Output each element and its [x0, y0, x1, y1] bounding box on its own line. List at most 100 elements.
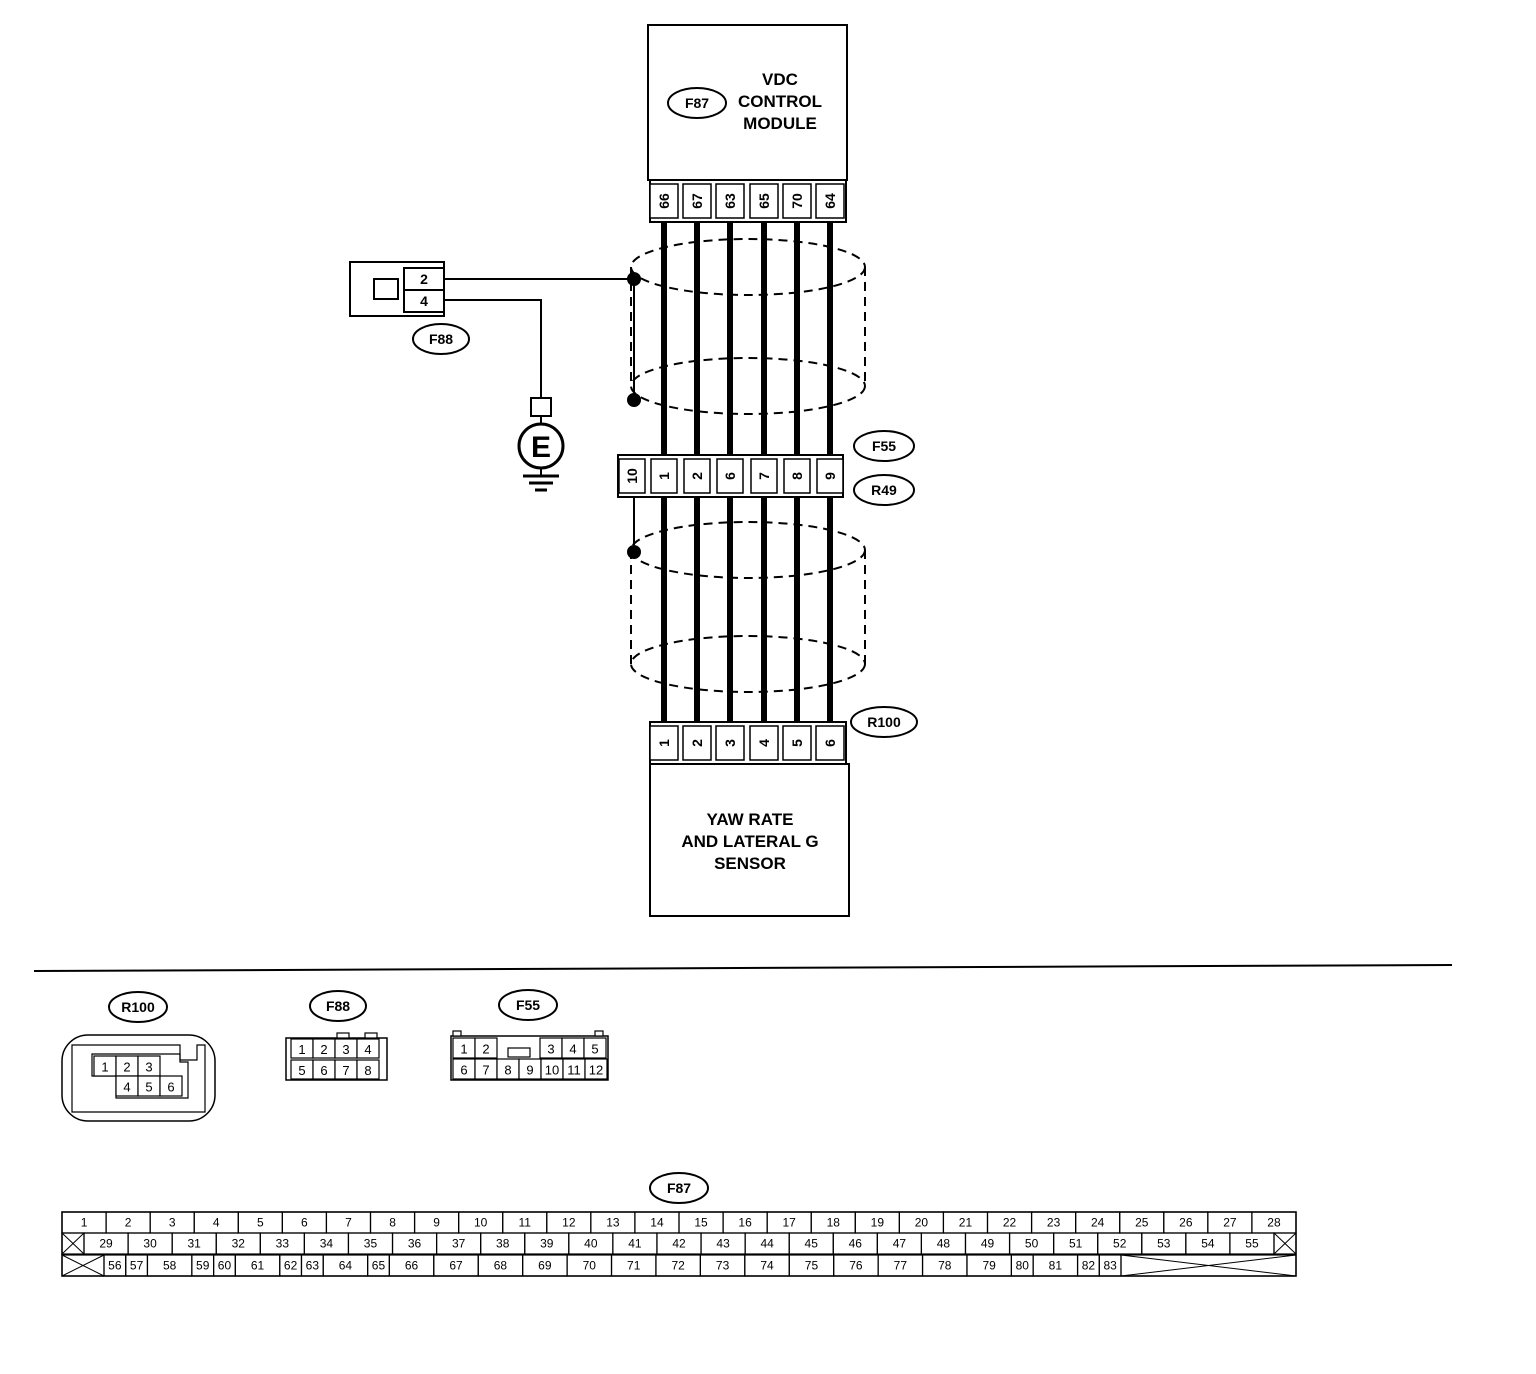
f87-cell-25: 25 — [1135, 1216, 1149, 1230]
yaw-pin-5: 5 — [789, 739, 805, 747]
yaw-name-line-2: AND LATERAL G — [681, 832, 818, 851]
f87-cell-77: 77 — [894, 1259, 908, 1273]
f87-cell-54: 54 — [1201, 1237, 1215, 1251]
r100-cell-2: 2 — [123, 1060, 130, 1075]
yaw-pin-3: 3 — [722, 739, 738, 747]
f87-cell-6: 6 — [301, 1216, 308, 1230]
f87-cell-30: 30 — [143, 1237, 157, 1251]
f55-cell-6: 6 — [460, 1063, 467, 1078]
joint-pin-box — [650, 458, 678, 494]
f55-cell-box — [584, 1058, 608, 1080]
f87-cell-72: 72 — [671, 1259, 685, 1273]
f87-cell-58: 58 — [163, 1259, 177, 1273]
f87-cell-9: 9 — [433, 1216, 440, 1230]
f87-cell-17: 17 — [782, 1216, 796, 1230]
f87-cell-53: 53 — [1157, 1237, 1171, 1251]
vdc-pin-63: 63 — [722, 193, 738, 209]
f87-cell-56: 56 — [108, 1259, 122, 1273]
f87-cell-48: 48 — [937, 1237, 951, 1251]
f87-cell-80: 80 — [1016, 1259, 1030, 1273]
yaw-name-line-3: SENSOR — [714, 854, 786, 873]
vdc-pin-66: 66 — [656, 193, 672, 209]
f88-pin-2: 2 — [420, 271, 428, 287]
yaw-pin-box — [782, 725, 812, 761]
r100-cell-5: 5 — [145, 1080, 152, 1095]
f87-cell-66: 66 — [405, 1259, 419, 1273]
f55-cell-box — [583, 1037, 607, 1059]
yaw-pin-2: 2 — [689, 739, 705, 747]
f87-cell-63: 63 — [306, 1259, 320, 1273]
f55-cell-2: 2 — [482, 1042, 489, 1057]
f87-cell-32: 32 — [232, 1237, 246, 1251]
f87-cell-55: 55 — [1245, 1237, 1259, 1251]
f87-cell-1: 1 — [81, 1216, 88, 1230]
f87-cell-67: 67 — [449, 1259, 463, 1273]
f88-cell-4: 4 — [364, 1042, 371, 1057]
f55-cell-12: 12 — [589, 1063, 603, 1078]
r100-view-code: R100 — [121, 999, 155, 1015]
f87-cell-47: 47 — [893, 1237, 907, 1251]
f87-cell-62: 62 — [284, 1259, 298, 1273]
f87-cell-8: 8 — [389, 1216, 396, 1230]
f87-cell-24: 24 — [1091, 1216, 1105, 1230]
f87-cell-57: 57 — [130, 1259, 144, 1273]
f88-code: F88 — [429, 331, 453, 347]
r100-cell-6: 6 — [167, 1080, 174, 1095]
f55-cell-8: 8 — [504, 1063, 511, 1078]
joint-pin-9: 9 — [822, 472, 838, 480]
f87-cell-64: 64 — [339, 1259, 353, 1273]
vdc-pin-box — [815, 183, 845, 219]
joint-pin-7: 7 — [756, 472, 772, 480]
f87-cell-39: 39 — [540, 1237, 554, 1251]
joint-code-f55: F55 — [872, 438, 896, 454]
ground-label: E — [531, 431, 551, 464]
f87-cell-60: 60 — [218, 1259, 232, 1273]
joint-pin-box — [783, 458, 811, 494]
f87-cell-49: 49 — [981, 1237, 995, 1251]
f87-cell-82: 82 — [1082, 1259, 1096, 1273]
f87-cell-35: 35 — [364, 1237, 378, 1251]
f88-cell-5: 5 — [298, 1063, 305, 1078]
yaw-name-line-1: YAW RATE — [707, 810, 794, 829]
f87-cell-21: 21 — [959, 1216, 973, 1230]
f88-cell-7: 7 — [342, 1063, 349, 1078]
f87-cell-71: 71 — [627, 1259, 641, 1273]
vdc-pin-box — [682, 183, 712, 219]
joint-pin-6: 6 — [722, 472, 738, 480]
f55-cell-11: 11 — [567, 1063, 581, 1078]
vdc-pin-box — [749, 183, 779, 219]
f87-cell-31: 31 — [188, 1237, 202, 1251]
f87-cell-44: 44 — [760, 1237, 774, 1251]
vdc-pin-67: 67 — [689, 193, 705, 209]
f87-cell-70: 70 — [583, 1259, 597, 1273]
joint-pin-2: 2 — [689, 472, 705, 480]
f87-cell-45: 45 — [805, 1237, 819, 1251]
f87-cell-43: 43 — [716, 1237, 730, 1251]
f87-cell-69: 69 — [538, 1259, 552, 1273]
f87-cell-27: 27 — [1223, 1216, 1237, 1230]
f55-cell-3: 3 — [547, 1042, 554, 1057]
upper-shield — [630, 238, 866, 415]
f87-cell-73: 73 — [716, 1259, 730, 1273]
f87-cell-22: 22 — [1003, 1216, 1017, 1230]
vdc-pin-box — [782, 183, 812, 219]
f87-cell-38: 38 — [496, 1237, 510, 1251]
f88-pin-4: 4 — [420, 293, 428, 309]
f88-cell-1: 1 — [298, 1042, 305, 1057]
f87-cell-box — [1229, 1232, 1275, 1255]
r100-cell-4: 4 — [123, 1080, 130, 1095]
vdc-name-line-3: MODULE — [743, 114, 817, 133]
yaw-pin-box — [749, 725, 779, 761]
f87-cell-52: 52 — [1113, 1237, 1127, 1251]
joint-pin-box — [750, 458, 778, 494]
f87-cell-2: 2 — [125, 1216, 132, 1230]
f87-cell-14: 14 — [650, 1216, 664, 1230]
f87-cell-79: 79 — [983, 1259, 997, 1273]
f87-cell-28: 28 — [1267, 1216, 1281, 1230]
